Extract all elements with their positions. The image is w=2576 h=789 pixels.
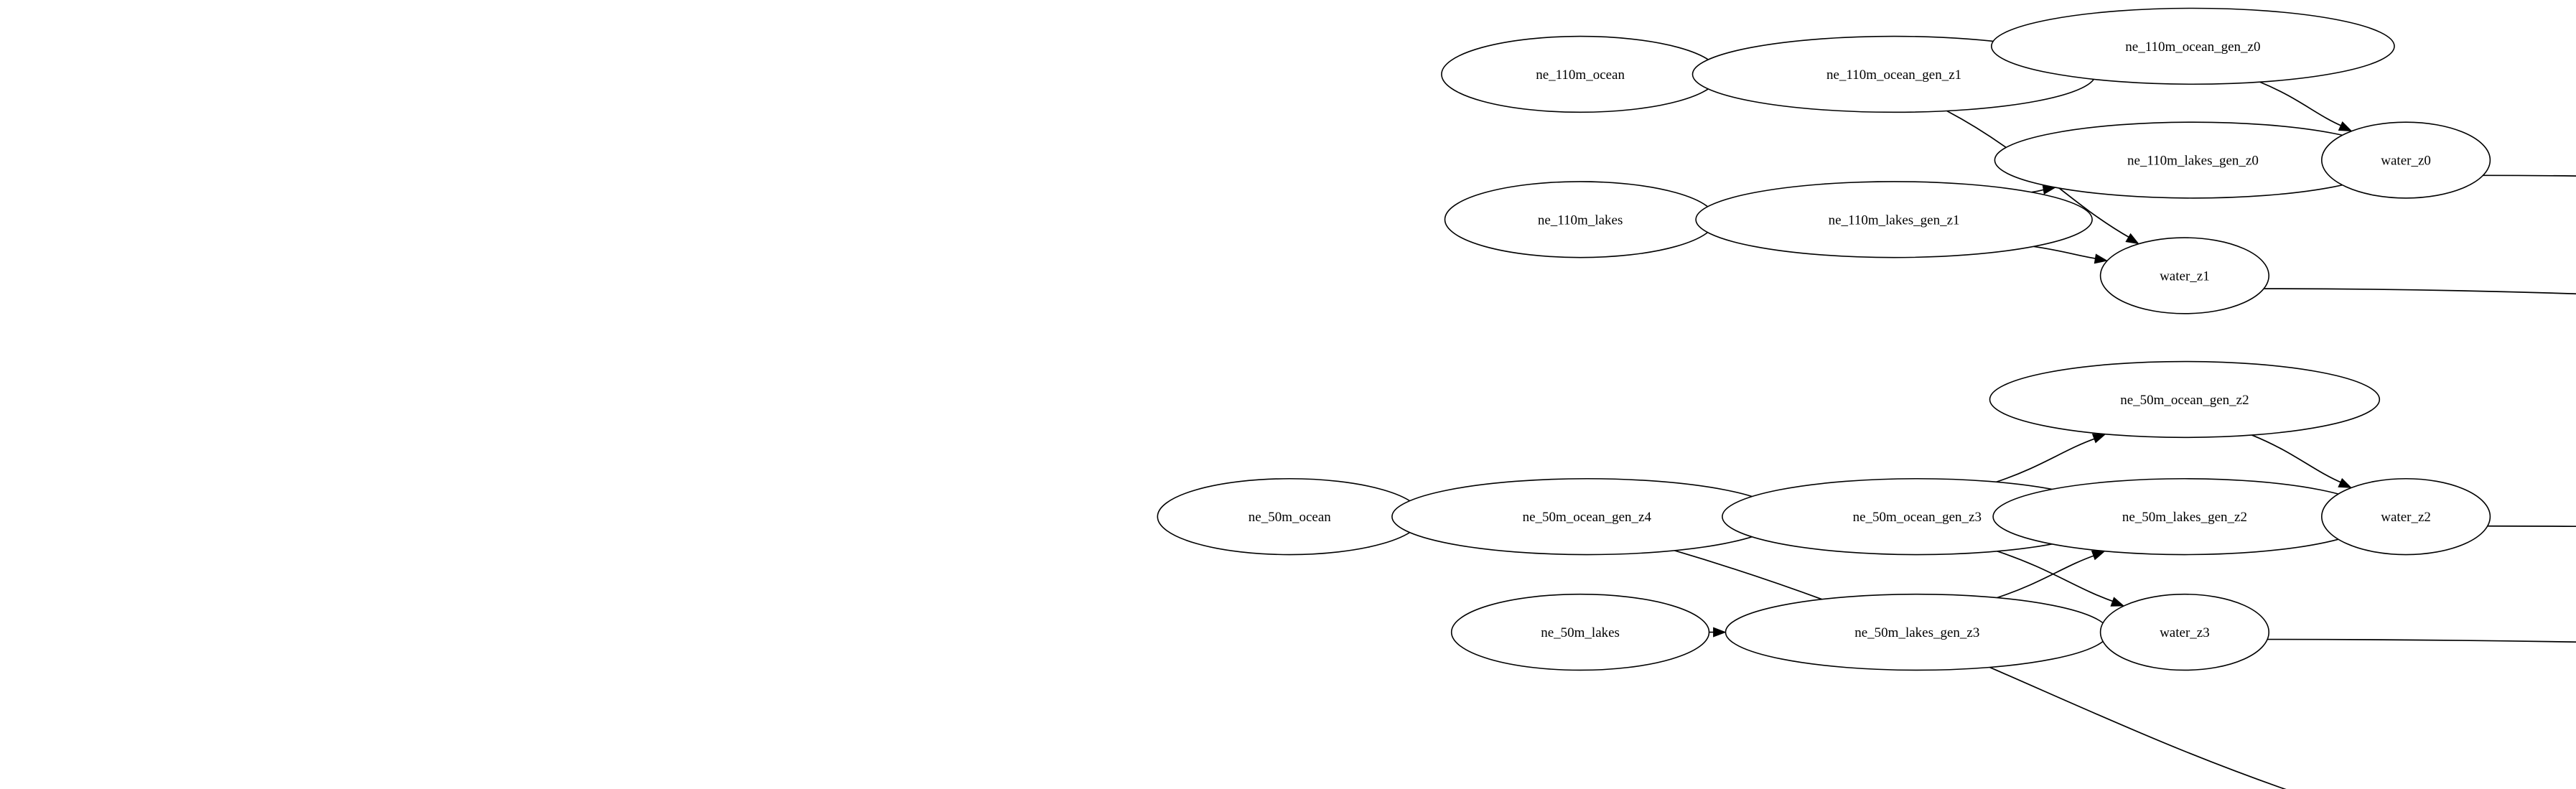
node-ellipse: [1450, 593, 1710, 671]
node-ellipse: [1695, 181, 2093, 258]
node-label: ne_50m_ocean_gen_z4: [1523, 510, 1652, 525]
node-label: ne_50m_ocean_gen_z3: [1853, 510, 1982, 525]
node-label: ne_50m_ocean: [1249, 510, 1332, 525]
node-ellipse: [2321, 477, 2491, 556]
node-label: ne_110m_ocean_gen_z0: [2125, 39, 2260, 55]
node-label: ne_110m_lakes_gen_z1: [1829, 213, 1960, 228]
node-ellipse: [2321, 121, 2491, 199]
graph-edge-to-table: [2267, 638, 2576, 643]
node-label: ne_110m_lakes: [1538, 213, 1623, 228]
graph-node[interactable]: ne_110m_lakes: [1444, 181, 1717, 258]
node-label: ne_110m_ocean_gen_z1: [1826, 67, 1961, 83]
graph-node[interactable]: ne_50m_ocean_gen_z2: [1989, 360, 2381, 439]
node-label: ne_50m_lakes_gen_z3: [1854, 625, 1979, 640]
graph-node[interactable]: ne_50m_lakes_gen_z2: [1992, 477, 2377, 556]
node-label: water_z3: [2160, 625, 2210, 640]
graph-edge-to-table: [2483, 174, 2576, 177]
graph-node[interactable]: ne_50m_lakes: [1450, 593, 1710, 671]
graph-edge: [1709, 627, 1727, 638]
graph-edge: [2259, 81, 2353, 132]
graph-node[interactable]: ne_110m_lakes_gen_z1: [1695, 181, 2093, 258]
graph-node[interactable]: ne_50m_ocean: [1157, 477, 1423, 556]
graph-node[interactable]: ne_110m_ocean: [1441, 35, 1720, 113]
graph-node[interactable]: water_z0: [2321, 121, 2491, 199]
graph-node[interactable]: ne_50m_ocean_gen_z3: [1722, 477, 2113, 556]
graph-node[interactable]: ne_110m_lakes_gen_z0: [1994, 121, 2392, 199]
node-label: ne_110m_lakes_gen_z0: [2127, 154, 2259, 169]
graph-edge: [1674, 550, 2287, 789]
node-layer: imposm3osm_water_polygonosm_ocean_polygo…: [1157, 7, 2491, 671]
node-label: ne_110m_ocean: [1536, 67, 1625, 83]
graph-edge: [1996, 434, 2106, 483]
graph-node[interactable]: water_z1: [2099, 237, 2269, 314]
node-ellipse: [2099, 593, 2269, 671]
node-ellipse: [2099, 237, 2269, 314]
graph-edge: [2033, 246, 2109, 264]
node-ellipse: [1990, 7, 2395, 85]
graph-node[interactable]: ne_50m_lakes_gen_z3: [1725, 593, 2109, 671]
node-label: water_z1: [2160, 269, 2210, 284]
graph-node[interactable]: water_z3: [2099, 593, 2269, 671]
node-label: water_z2: [2381, 510, 2431, 525]
node-ellipse: [1989, 360, 2381, 439]
graph-node[interactable]: ne_110m_ocean_gen_z1: [1691, 35, 2096, 113]
node-label: ne_50m_ocean_gen_z2: [2120, 393, 2249, 408]
node-label: water_z0: [2381, 154, 2431, 169]
node-label: ne_50m_lakes: [1541, 625, 1620, 640]
graph-node[interactable]: water_z2: [2321, 477, 2491, 556]
graph-edge: [2251, 434, 2353, 488]
graph-edge: [1997, 551, 2125, 607]
graph-node[interactable]: ne_50m_ocean_gen_z4: [1391, 477, 1783, 556]
graph-edge-to-table: [2487, 525, 2576, 528]
graph-node[interactable]: ne_110m_ocean_gen_z0: [1990, 7, 2395, 85]
node-label: ne_50m_lakes_gen_z2: [2122, 510, 2247, 525]
